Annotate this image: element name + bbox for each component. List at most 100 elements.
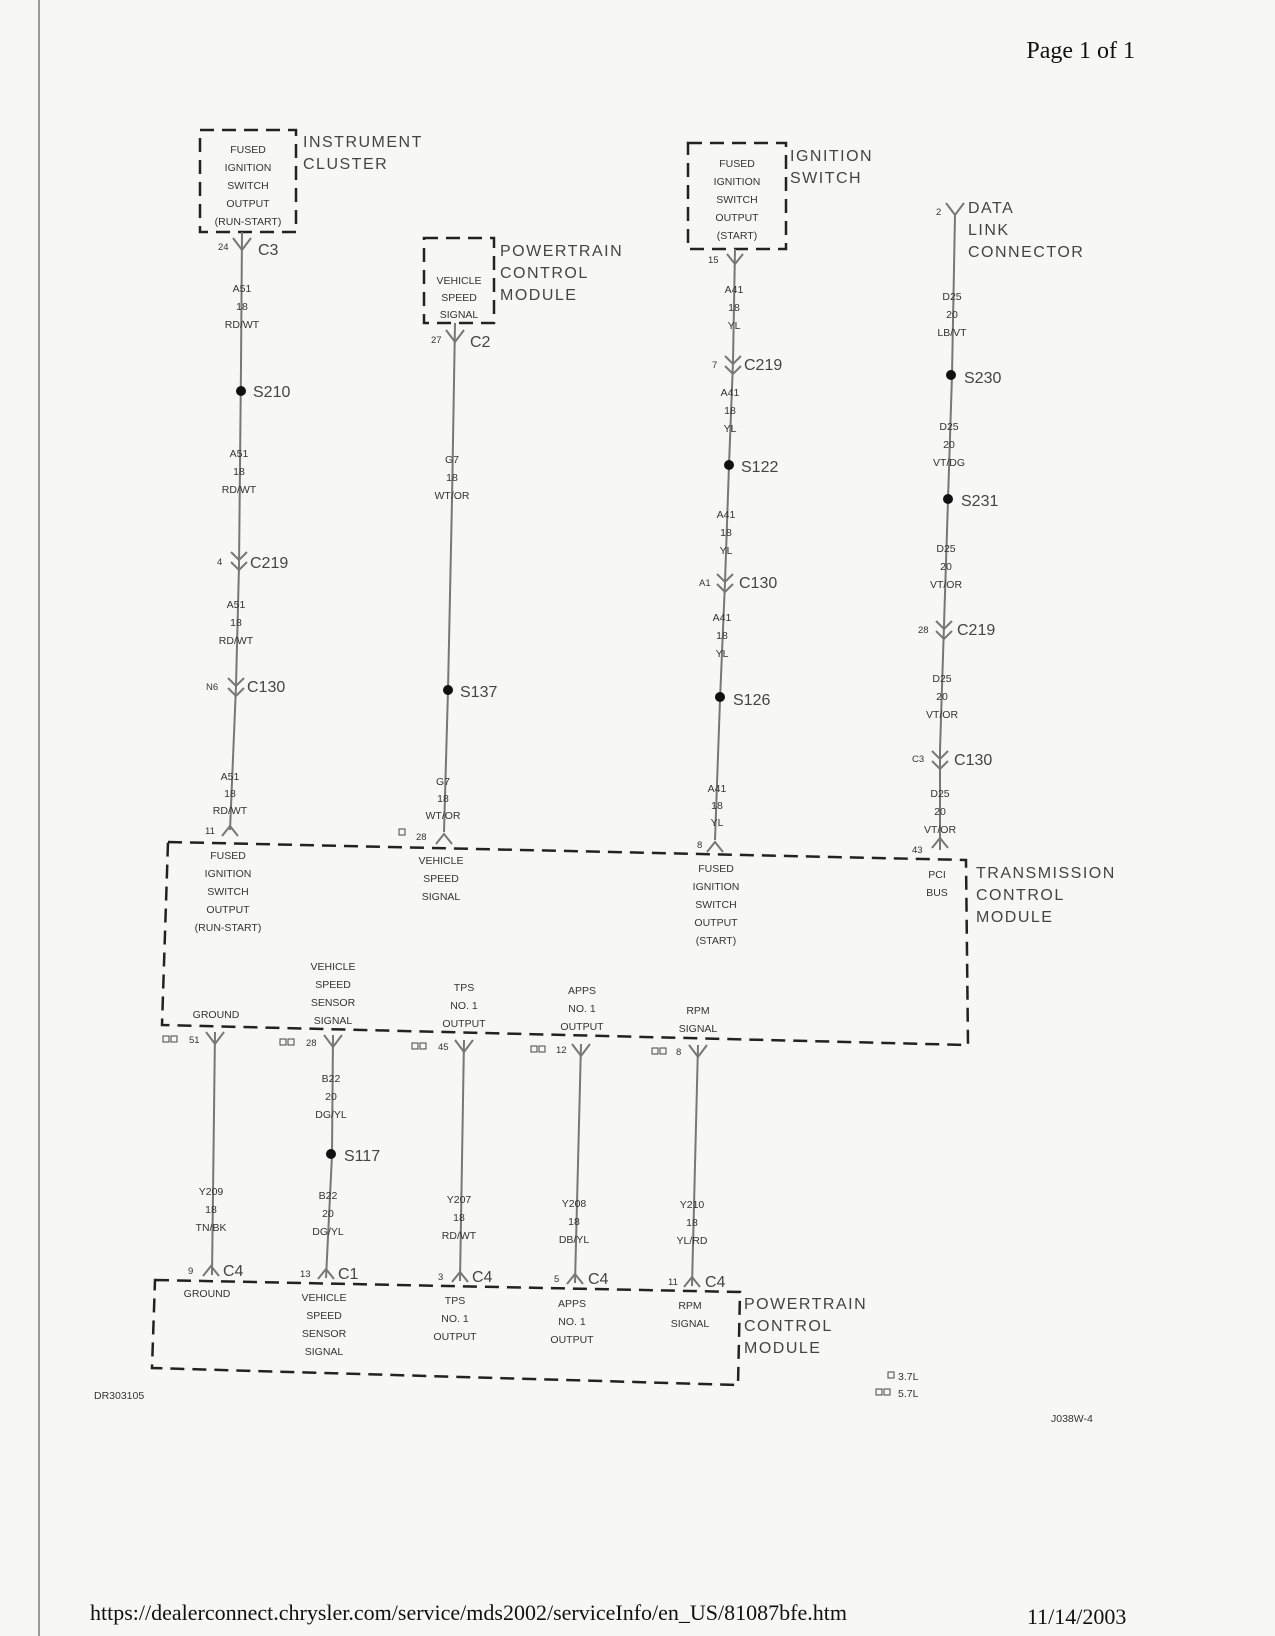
a41-top-connector-symbol bbox=[726, 253, 744, 266]
tcm-bot2-l4: SIGNAL bbox=[314, 1015, 353, 1027]
w5-color: YL/RD bbox=[677, 1235, 708, 1247]
w1-tcm-connector-symbol bbox=[205, 1031, 225, 1046]
pcm-bottom-pin4-l1: APPS bbox=[558, 1298, 586, 1310]
pcm-bottom-pin5-l2: SIGNAL bbox=[671, 1318, 710, 1330]
a51-top-pin: 24 bbox=[218, 242, 229, 253]
a41-inline2-symbol bbox=[716, 573, 734, 594]
g7-splice-dot bbox=[443, 685, 453, 695]
d25-tcm-connector-symbol bbox=[931, 836, 949, 849]
wire-g7 bbox=[443, 322, 456, 833]
w1-gauge: 18 bbox=[205, 1204, 217, 1216]
pcm-top: VEHICLE SPEED SIGNAL POWERTRAIN CONTROL … bbox=[422, 236, 623, 325]
a41-seg2-circuit: A41 bbox=[721, 387, 740, 399]
tcm-bot5-l2: SIGNAL bbox=[679, 1023, 718, 1035]
w5-engine-marker-b bbox=[659, 1047, 667, 1055]
tcm-bot1-l1: GROUND bbox=[193, 1009, 240, 1021]
wire-d25 bbox=[939, 214, 956, 850]
legend-single-marker bbox=[887, 1371, 895, 1379]
footer-date: 11/14/2003 bbox=[1027, 1604, 1127, 1629]
tcm-top3-l1: FUSED bbox=[698, 863, 734, 875]
ic-pin-text-1: FUSED bbox=[230, 144, 266, 156]
w1-tcm-pin: 51 bbox=[189, 1035, 200, 1046]
d25-tcm-pin: 43 bbox=[912, 845, 923, 856]
g7-seg2-color: WT/OR bbox=[426, 810, 461, 822]
a51-seg4-color: RD/WT bbox=[213, 805, 248, 817]
pcm-bottom-pin3-l1: TPS bbox=[445, 1295, 465, 1307]
pcm-bottom-pin2-l3: SENSOR bbox=[302, 1328, 347, 1340]
engine-legend: 3.7L 5.7L bbox=[875, 1371, 919, 1400]
d25-seg1-gauge: 20 bbox=[946, 309, 958, 321]
tcm-top4-l1: PCI bbox=[928, 869, 946, 881]
bottom-wires: 51 Y209 18 TN/BK 9 C4 28 B22 20 DG/YL S1… bbox=[162, 1031, 726, 1291]
w4-pcm-connector-symbol bbox=[566, 1272, 584, 1285]
figure-code: J038W-4 bbox=[1051, 1413, 1093, 1425]
tcm-top3-l2: IGNITION bbox=[693, 881, 740, 893]
a51-tcm-connector-symbol bbox=[221, 824, 239, 837]
a41-seg1-circuit: A41 bbox=[725, 284, 744, 296]
tcm-top2-l2: SPEED bbox=[423, 873, 459, 885]
d25-splice2-label: S231 bbox=[961, 493, 998, 510]
tcm-bot4-l3: OUTPUT bbox=[560, 1021, 604, 1033]
ign-pin-text-4: OUTPUT bbox=[715, 212, 759, 224]
tcm-bot5-l1: RPM bbox=[686, 1005, 709, 1017]
w2-circuit-1: B22 bbox=[322, 1073, 341, 1085]
pcm-bottom-name-2: CONTROL bbox=[744, 1318, 833, 1335]
a41-splice1-label: S122 bbox=[741, 459, 778, 476]
ignition-switch-box bbox=[686, 141, 788, 251]
a41-seg4-gauge: 18 bbox=[716, 630, 728, 642]
a51-seg4-circuit: A51 bbox=[221, 771, 240, 783]
w3-engine-marker-a bbox=[411, 1042, 419, 1050]
pcm-bottom-pin2-l1: VEHICLE bbox=[302, 1292, 347, 1304]
w2-engine-marker-a bbox=[279, 1038, 287, 1046]
a51-inline2-pin: N6 bbox=[206, 682, 218, 693]
a41-inline1-label: C219 bbox=[744, 357, 782, 374]
wire-a41 bbox=[714, 248, 736, 841]
w5-engine-marker-a bbox=[651, 1047, 659, 1055]
a51-inline2-symbol bbox=[227, 677, 245, 698]
d25-seg3-color: VT/OR bbox=[930, 579, 963, 591]
w1-engine-marker-a bbox=[162, 1035, 170, 1043]
g7-seg2-circuit: G7 bbox=[436, 776, 450, 788]
w3-tcm-connector-symbol bbox=[454, 1039, 474, 1054]
ic-pin-text-5: (RUN-START) bbox=[215, 216, 282, 228]
d25-seg4-circuit: D25 bbox=[932, 673, 951, 685]
g7-splice-label: S137 bbox=[460, 684, 497, 701]
a51-top-conn: C3 bbox=[258, 242, 279, 259]
pcm-bottom-pin4-l3: OUTPUT bbox=[550, 1334, 594, 1346]
w2-gauge-2: 20 bbox=[322, 1208, 334, 1220]
d25-seg2-color: VT/DG bbox=[933, 457, 965, 469]
d25-top-pin: 2 bbox=[936, 207, 941, 218]
dlc-name-2: LINK bbox=[968, 222, 1010, 239]
a41-seg3-gauge: 18 bbox=[720, 527, 732, 539]
d25-seg2-gauge: 20 bbox=[943, 439, 955, 451]
a51-top-connector-symbol bbox=[232, 237, 252, 252]
w2-splice-label: S117 bbox=[344, 1148, 380, 1165]
a41-seg3-circuit: A41 bbox=[717, 509, 736, 521]
tcm-bot3-l3: OUTPUT bbox=[442, 1018, 486, 1030]
w4-tcm-pin: 12 bbox=[556, 1045, 567, 1056]
d25-inline2-label: C130 bbox=[954, 752, 992, 769]
pcm-top-name-1: POWERTRAIN bbox=[500, 243, 623, 260]
a41-seg3-color: YL bbox=[720, 545, 733, 557]
w3-pcm-pin: 3 bbox=[438, 1272, 443, 1283]
a41-seg4-circuit: A41 bbox=[713, 612, 732, 624]
a51-seg1-gauge: 18 bbox=[236, 301, 248, 313]
tcm-top3-l3: SWITCH bbox=[695, 899, 736, 911]
ic-name-2: CLUSTER bbox=[303, 156, 388, 173]
d25-seg2-circuit: D25 bbox=[939, 421, 958, 433]
a51-seg1-color: RD/WT bbox=[225, 319, 260, 331]
circuit-a41: 15 A41 18 YL 7 C219 A41 18 YL S122 A41 1… bbox=[697, 248, 782, 853]
tcm-bot4-l1: APPS bbox=[568, 985, 596, 997]
w3-pcm-connector-symbol bbox=[451, 1270, 469, 1283]
ign-name-2: SWITCH bbox=[790, 170, 862, 187]
pcm-top-pin-text-2: SPEED bbox=[441, 292, 477, 304]
w5-tcm-connector-symbol bbox=[688, 1044, 708, 1059]
tcm-top1-l2: IGNITION bbox=[205, 868, 252, 880]
tcm-top2-l3: SIGNAL bbox=[422, 891, 461, 903]
pcm-bottom-pin3-l2: NO. 1 bbox=[441, 1313, 469, 1325]
tcm-bot2-l2: SPEED bbox=[315, 979, 351, 991]
ic-pin-text-2: IGNITION bbox=[225, 162, 272, 174]
pcm-top-box bbox=[422, 236, 496, 325]
w3-gauge: 18 bbox=[453, 1212, 465, 1224]
